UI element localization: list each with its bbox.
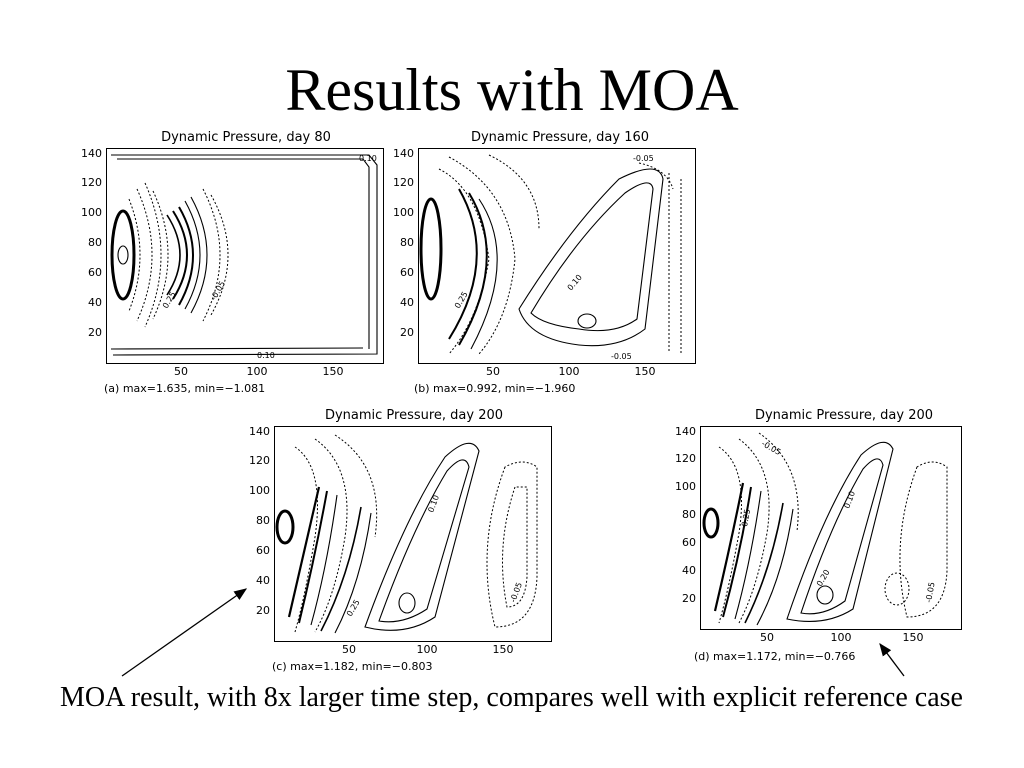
panel-caption: (d) max=1.172, min=−0.766 <box>694 650 856 663</box>
y-tick-label: 20 <box>88 326 102 339</box>
x-tick-label: 50 <box>174 365 188 378</box>
panel-title: Dynamic Pressure, day 200 <box>754 408 934 423</box>
x-tick-label: 150 <box>634 365 656 378</box>
y-tick-label: 40 <box>256 574 270 587</box>
contour-plot: 0.10 -0.05 0.25 <box>274 426 552 642</box>
arrow-to-panel-d <box>879 642 905 677</box>
panel-b: Dynamic Pressure, day 160 -0.05 0. <box>384 128 704 403</box>
x-tick-label: 150 <box>492 643 514 656</box>
y-tick-label: 120 <box>675 452 696 465</box>
y-tick-label: 20 <box>256 604 270 617</box>
contour-label: 0.10 <box>359 154 377 163</box>
y-tick-label: 100 <box>675 480 696 493</box>
y-tick-label: 80 <box>682 508 696 521</box>
y-tick-label: 80 <box>88 236 102 249</box>
panel-title: Dynamic Pressure, day 200 <box>324 408 504 423</box>
y-tick-label: 60 <box>682 536 696 549</box>
y-tick-label: 100 <box>81 206 102 219</box>
contour-label: 0.10 <box>257 351 275 360</box>
y-tick-label: 120 <box>81 176 102 189</box>
y-tick-label: 20 <box>682 592 696 605</box>
y-tick-label: 140 <box>393 147 414 160</box>
contour-plot: -0.05 0.10 0.25 0.20 -0.05 <box>700 426 962 630</box>
contour-plot: 0.10 0.10 -0.05 0.25 <box>106 148 384 364</box>
arrow-to-panel-c <box>121 588 248 677</box>
x-tick-label: 50 <box>760 631 774 644</box>
panel-caption: (c) max=1.182, min=−0.803 <box>272 660 433 673</box>
y-tick-label: 100 <box>393 206 414 219</box>
x-tick-label: 100 <box>830 631 852 644</box>
y-tick-label: 120 <box>249 454 270 467</box>
contour-plot-svg: 0.10 0.10 -0.05 0.25 <box>110 154 378 360</box>
panel-c: Dynamic Pressure, day 200 0.10 <box>238 406 568 681</box>
contour-plot-svg: -0.05 0.10 -0.05 0.25 <box>419 154 682 361</box>
panel-caption: (b) max=0.992, min=−1.960 <box>414 382 576 395</box>
slide-caption: MOA result, with 8x larger time step, co… <box>60 682 963 713</box>
y-tick-label: 40 <box>88 296 102 309</box>
x-tick-label: 50 <box>486 365 500 378</box>
panel-title: Dynamic Pressure, day 80 <box>161 130 331 145</box>
panel-d: Dynamic Pressure, day 200 -0.05 <box>664 406 994 666</box>
x-tick-label: 100 <box>558 365 580 378</box>
y-tick-label: 80 <box>256 514 270 527</box>
y-tick-label: 140 <box>675 425 696 438</box>
y-tick-label: 60 <box>256 544 270 557</box>
x-tick-label: 100 <box>246 365 268 378</box>
contour-plot: -0.05 0.10 -0.05 0.25 <box>418 148 696 364</box>
y-tick-label: 100 <box>249 484 270 497</box>
y-tick-label: 20 <box>400 326 414 339</box>
y-tick-label: 40 <box>400 296 414 309</box>
x-tick-label: 100 <box>416 643 438 656</box>
contour-plot-svg: 0.10 -0.05 0.25 <box>275 434 538 634</box>
x-tick-label: 50 <box>342 643 356 656</box>
slide-title: Results with MOA <box>285 57 739 123</box>
x-tick-label: 150 <box>902 631 924 644</box>
x-tick-label: 150 <box>322 365 344 378</box>
y-tick-label: 40 <box>682 564 696 577</box>
contour-plot-svg: -0.05 0.10 0.25 0.20 -0.05 <box>702 432 948 626</box>
contour-label: 0.25 <box>740 508 752 527</box>
y-tick-label: 60 <box>88 266 102 279</box>
contour-label: -0.05 <box>924 581 936 603</box>
y-tick-label: 120 <box>393 176 414 189</box>
y-tick-label: 140 <box>81 147 102 160</box>
y-tick-label: 60 <box>400 266 414 279</box>
panel-caption: (a) max=1.635, min=−1.081 <box>104 382 266 395</box>
panel-title: Dynamic Pressure, day 160 <box>470 130 650 145</box>
y-tick-label: 140 <box>249 425 270 438</box>
y-tick-label: 80 <box>400 236 414 249</box>
contour-label: -0.05 <box>611 352 632 361</box>
contour-label: -0.05 <box>633 154 654 163</box>
panel-a: Dynamic Pressure, day 80 <box>70 128 390 403</box>
